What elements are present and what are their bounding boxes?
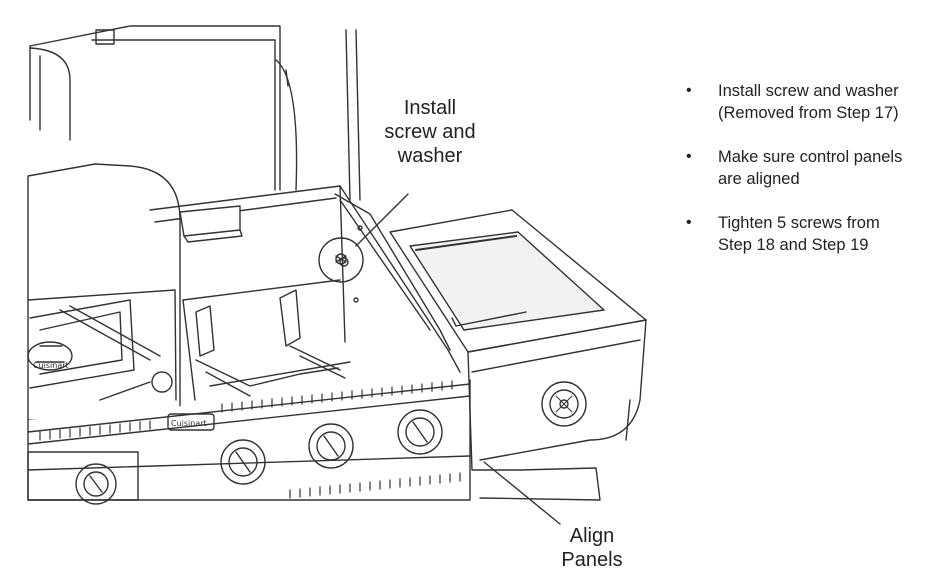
instruction-item: • Tighten 5 screws from Step 18 and Step… — [686, 212, 936, 256]
instruction-text: Tighten 5 screws from — [718, 214, 880, 232]
bullet-icon: • — [686, 82, 692, 99]
instruction-text: (Removed from Step 17) — [718, 104, 899, 122]
align-panels-callout-line-2: Panels — [561, 549, 623, 571]
instruction-list: • Install screw and washer (Removed from… — [686, 80, 936, 278]
align-panels-callout-line-1: Align — [569, 525, 615, 547]
instruction-text: are aligned — [718, 170, 800, 188]
install-screw-callout-line-1: Install — [403, 97, 457, 119]
instruction-item: • Install screw and washer (Removed from… — [686, 80, 936, 124]
instruction-text: Make sure control panels — [718, 148, 903, 166]
screw-callout-marker — [318, 193, 409, 283]
install-screw-callout: Install screw and washer — [370, 96, 490, 168]
side-burner-unit — [389, 209, 647, 501]
grill-cookbox — [149, 185, 461, 401]
warming-box — [27, 163, 181, 421]
align-panels-leader — [483, 461, 561, 525]
grill-hood — [29, 25, 361, 201]
brand-logo-warming: Cuisinart — [33, 361, 69, 370]
front-control-panel — [27, 379, 471, 505]
align-panels-callout: Align Panels — [540, 524, 644, 572]
instruction-text: Step 18 and Step 19 — [718, 236, 869, 254]
instruction-item: • Make sure control panels are aligned — [686, 146, 936, 190]
bullet-icon: • — [686, 214, 692, 231]
install-screw-callout-line-2: screw and — [384, 121, 476, 143]
bullet-icon: • — [686, 148, 692, 165]
install-screw-callout-line-3: washer — [397, 145, 463, 167]
brand-logo-front: Cuisinart — [171, 419, 207, 428]
instruction-text: Install screw and washer — [718, 82, 899, 100]
